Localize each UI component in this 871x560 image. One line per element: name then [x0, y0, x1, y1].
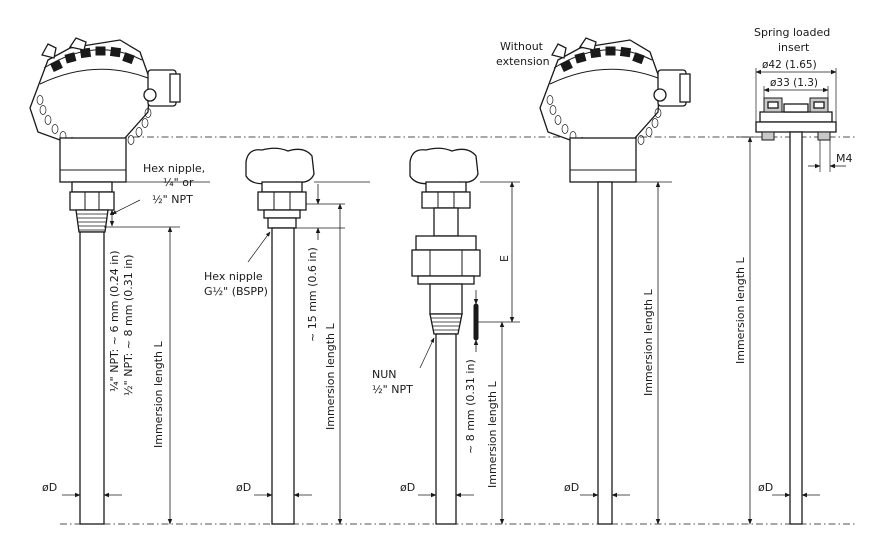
hex-nipple-g-label-line2: G½" (BSPP)	[204, 285, 268, 298]
od-label-2: øD	[236, 481, 251, 494]
dia42-label: ø42 (1.65)	[762, 59, 817, 71]
immersion-length-label-4: Immersion length L	[642, 288, 655, 396]
hex-nipple-label-line2: ¼" or	[163, 176, 194, 189]
immersion-length-label-3: Immersion length L	[486, 380, 499, 488]
npt-quarter-label: ¼" NPT: ~ 6 mm (0.24 in)	[108, 250, 121, 392]
terminal-head	[29, 37, 181, 183]
fifteen-mm-label: ~ 15 mm (0.6 in)	[306, 247, 319, 342]
nun-label-line1: NUN	[372, 368, 397, 381]
connection-cap-3	[409, 147, 479, 185]
connection-cap	[245, 147, 315, 185]
e-dim-label: E	[498, 255, 511, 262]
variant-hex-nipple-bspp: Hex nipple G½" (BSPP) ~ 15 mm (0.6 in) I…	[204, 147, 370, 525]
variant-nun-extension: E NUN ½" NPT ~ 8 mm (0.31 in) Immersion …	[372, 147, 520, 525]
variant-hex-nipple-with-head: Hex nipple, ¼" or ½" NPT ¼" NPT: ~ 6 mm …	[29, 37, 210, 525]
m4-label: M4	[836, 152, 853, 165]
od-label-1: øD	[42, 481, 57, 494]
immersion-length-label-5: Immersion length L	[734, 256, 747, 364]
spring-label-line1: Spring loaded	[754, 26, 830, 39]
od-label-4: øD	[564, 481, 579, 494]
without-label-line2: extension	[496, 55, 550, 68]
npt-half-label: ½" NPT: ~ 8 mm (0.31 in)	[122, 254, 135, 396]
eight-mm-label: ~ 8 mm (0.31 in)	[464, 359, 477, 454]
od-label-5: øD	[758, 481, 773, 494]
immersion-length-label-2: Immersion length L	[324, 322, 337, 430]
dia33-label: ø33 (1.3)	[770, 77, 818, 89]
od-label-3: øD	[400, 481, 415, 494]
hex-nipple-label-line1: Hex nipple,	[143, 162, 205, 175]
hex-nipple-g-label-line1: Hex nipple	[204, 270, 263, 283]
spring-label-line2: insert	[778, 41, 810, 54]
without-label-line1: Without	[500, 40, 544, 53]
immersion-length-label-1: Immersion length L	[152, 340, 165, 448]
terminal-head-4	[539, 37, 691, 183]
variant-spring-loaded-insert: Spring loaded insert ø42 (1.65) ø33 (1.3…	[734, 26, 853, 525]
nun-label-line2: ½" NPT	[372, 383, 413, 396]
hex-nipple-label-line3: ½" NPT	[152, 193, 193, 206]
variant-without-extension: Without extension Immersion length L øD	[496, 37, 691, 525]
